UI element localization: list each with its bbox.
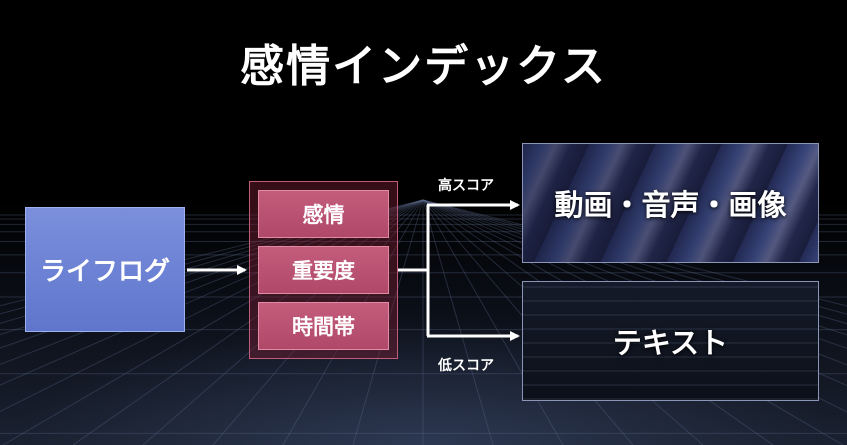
source-box-lifelog: ライフログ — [25, 207, 185, 332]
factor-label: 感情 — [302, 203, 345, 227]
factor-label: 時間帯 — [292, 315, 355, 339]
factor-box-time-of-day: 時間帯 — [258, 302, 389, 350]
page-title: 感情インデックス — [240, 41, 607, 92]
output-box-text: テキスト — [522, 281, 819, 401]
branch-label-high: 高スコア — [438, 178, 494, 194]
output-label-text: テキスト — [612, 326, 729, 360]
factor-box-emotion: 感情 — [258, 190, 389, 238]
factor-group: 感情 重要度 時間帯 — [249, 181, 398, 359]
output-box-media: 動画・音声・画像 — [522, 143, 819, 263]
factor-label: 重要度 — [292, 259, 355, 283]
branch-label-low: 低スコア — [438, 358, 494, 374]
factor-box-importance: 重要度 — [258, 246, 389, 294]
source-label: ライフログ — [39, 257, 170, 287]
output-label-media: 動画・音声・画像 — [554, 188, 787, 222]
